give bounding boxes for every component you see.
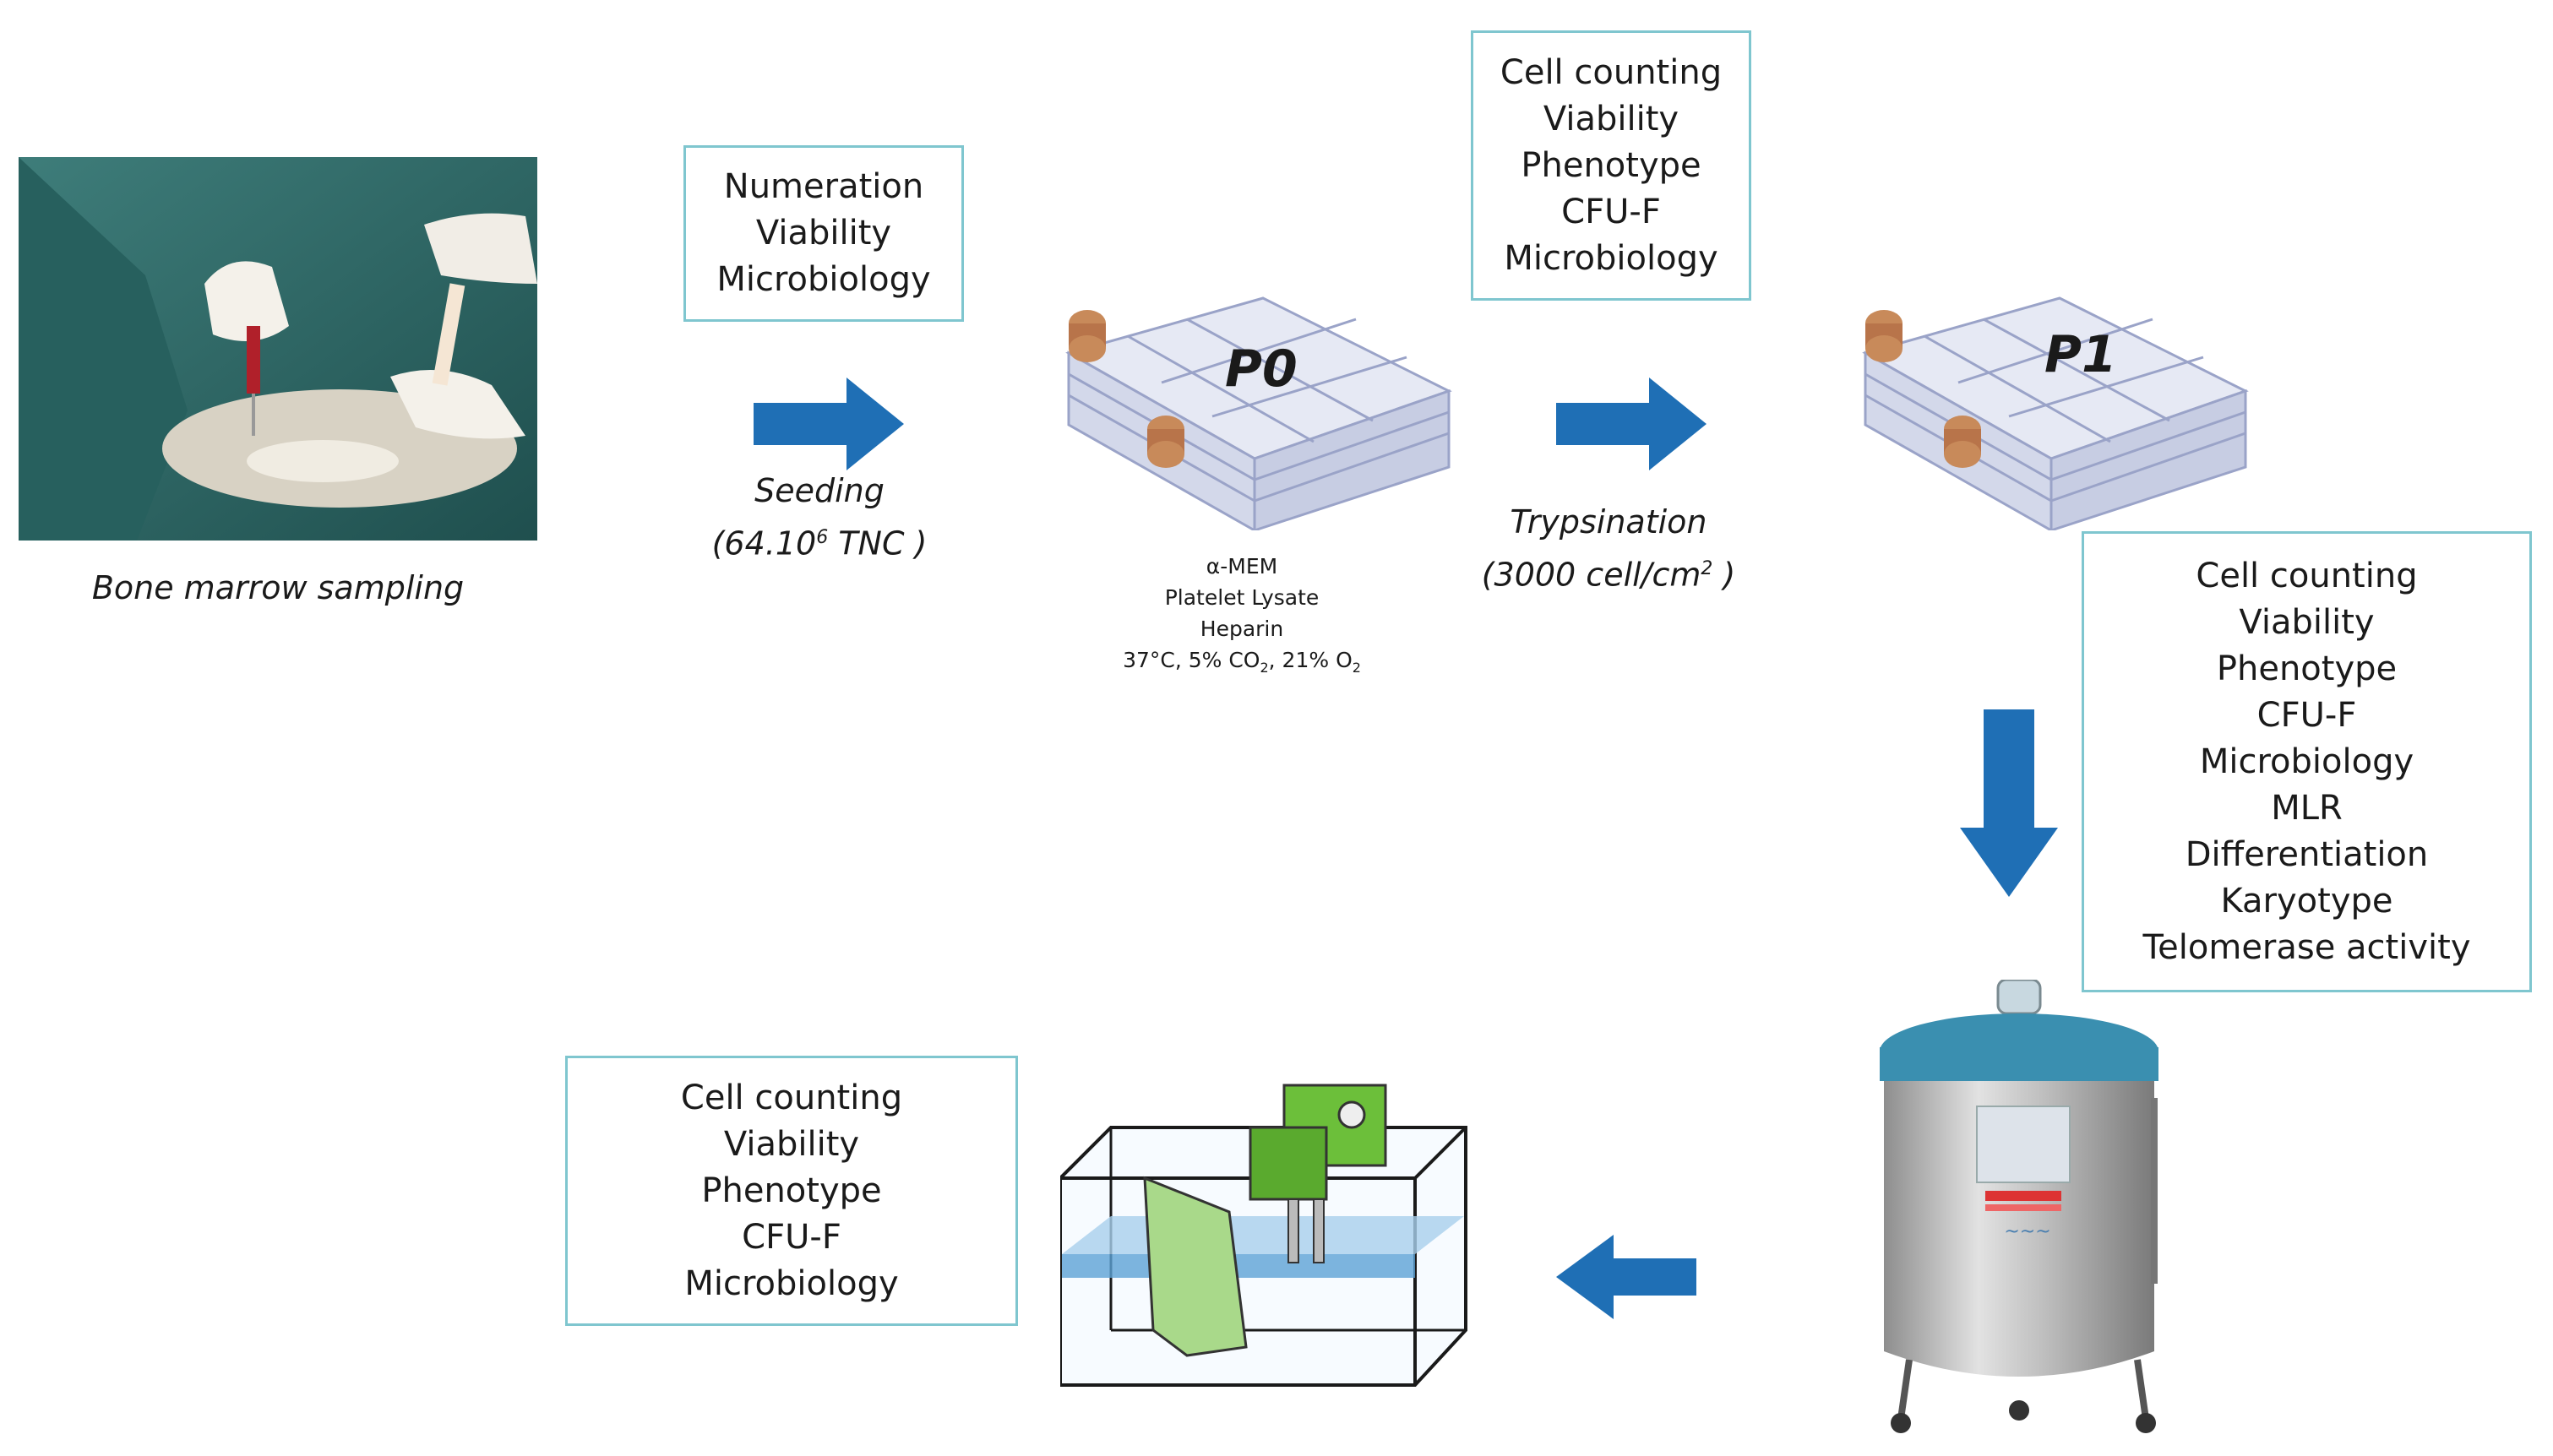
qc-item: Phenotype	[1521, 145, 1701, 185]
culture-medium-conditions: α-MEM Platelet Lysate Heparin 37°C, 5% C…	[1123, 554, 1361, 676]
qc-item: Cell counting	[2196, 556, 2418, 595]
cell-factory-flask-p1	[1848, 290, 2258, 530]
thawing-water-bath	[1060, 1077, 1474, 1398]
cell-factory-flask-p0	[1052, 290, 1462, 530]
qc-item: CFU-F	[1561, 192, 1661, 231]
p0-qc-box: Cell counting Viability Phenotype CFU-F …	[1471, 30, 1751, 301]
qc-item: CFU-F	[742, 1217, 841, 1257]
seeding-caption: Seeding (64.106 TNC )	[711, 472, 928, 562]
flask-p0-label: P0	[1225, 340, 1298, 399]
qc-item: Microbiology	[684, 1263, 899, 1303]
qc-item: Viability	[723, 1124, 860, 1164]
qc-item: Phenotype	[2216, 649, 2398, 688]
qc-item: Microbiology	[2199, 742, 2414, 781]
svg-text:~~~: ~~~	[2004, 1221, 2050, 1242]
qc-item: Cell counting	[1500, 52, 1723, 92]
flask-p1-label: P1	[2044, 325, 2117, 384]
qc-item: CFU-F	[2256, 695, 2357, 735]
qc-item: Phenotype	[701, 1171, 882, 1210]
qc-item: Viability	[1543, 99, 1679, 139]
arrow-right-icon	[754, 378, 906, 470]
qc-item: Microbiology	[716, 260, 931, 299]
arrow-left-icon	[1554, 1235, 1698, 1319]
qc-item: MLR	[2271, 788, 2343, 828]
p1-qc-box: Cell counting Viability Phenotype CFU-F …	[2082, 531, 2532, 992]
qc-item: Differentiation	[2185, 834, 2429, 874]
qc-item: Cell counting	[680, 1078, 903, 1117]
cryogenic-storage-tank: ~~~	[1859, 980, 2163, 1436]
qc-item: Karyotype	[2220, 881, 2393, 921]
trypsination-caption: Trypsination (3000 cell/cm2 )	[1481, 503, 1736, 594]
qc-item: Telomerase activity	[2142, 927, 2471, 967]
qc-item: Microbiology	[1504, 238, 1718, 278]
seeding-qc-box: Numeration Viability Microbiology	[683, 145, 964, 322]
qc-item: Viability	[2239, 602, 2375, 642]
bone-marrow-sampling-photo	[19, 157, 537, 541]
qc-item: Numeration	[723, 167, 924, 206]
bone-marrow-sampling-caption: Bone marrow sampling	[91, 569, 465, 606]
arrow-down-icon	[1958, 709, 2060, 899]
arrow-right-icon	[1556, 378, 1708, 470]
qc-item: Viability	[755, 214, 892, 253]
thaw-qc-box: Cell counting Viability Phenotype CFU-F …	[565, 1056, 1018, 1326]
